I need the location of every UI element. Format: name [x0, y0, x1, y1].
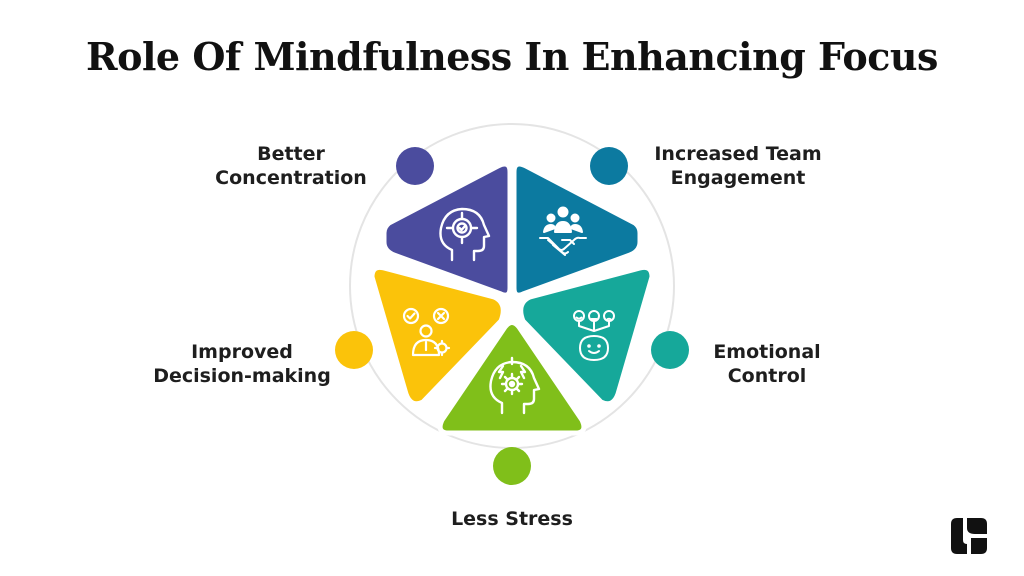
head-stress-gear-icon — [489, 356, 541, 415]
segment-concentration[interactable] — [381, 161, 513, 298]
label-less-stress: Less Stress — [412, 507, 612, 531]
decision-person-icon — [402, 307, 451, 357]
head-target-icon — [439, 207, 491, 262]
dot-decision — [335, 331, 373, 369]
handshake-team-icon — [539, 206, 587, 256]
dot-stress — [493, 447, 531, 485]
label-emotional-control: Emotional Control — [682, 340, 852, 388]
emotion-faces-icon — [573, 310, 615, 361]
label-line: Emotional — [713, 341, 821, 363]
segment-emotional[interactable] — [518, 264, 655, 407]
label-line: Concentration — [215, 167, 367, 189]
dot-emotional — [651, 331, 689, 369]
label-line: Engagement — [670, 167, 806, 189]
dot-team — [590, 147, 628, 185]
label-line: Improved — [191, 341, 293, 363]
page-title: Role Of Mindfulness In Enhancing Focus — [86, 34, 938, 79]
label-line: Decision-making — [153, 365, 331, 387]
label-line: Less Stress — [451, 508, 573, 530]
dot-concentration — [396, 147, 434, 185]
segment-decision[interactable] — [369, 264, 506, 407]
label-increased-team-engagement: Increased Team Engagement — [628, 142, 848, 190]
label-improved-decision-making: Improved Decision-making — [142, 340, 342, 388]
label-line: Better — [257, 143, 325, 165]
brand-logo-icon — [951, 518, 987, 554]
label-line: Increased Team — [654, 143, 822, 165]
label-better-concentration: Better Concentration — [196, 142, 386, 190]
label-line: Control — [727, 365, 807, 387]
